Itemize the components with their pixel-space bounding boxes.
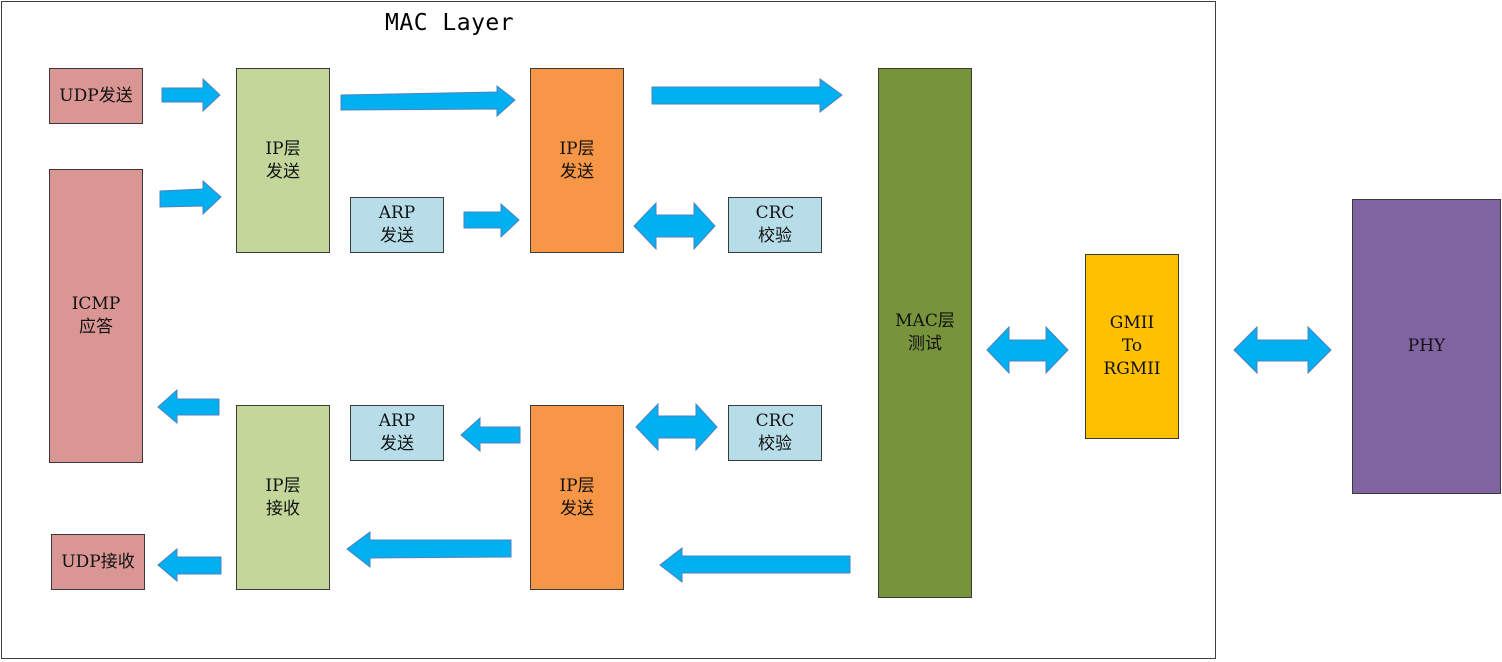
arrow-to-udp-recv-icon <box>157 547 222 583</box>
arrow-to-icmp-icon <box>157 388 220 425</box>
arp-send-top-box: ARP 发送 <box>350 197 444 253</box>
arp-send-bottom-box: ARP 发送 <box>350 405 444 461</box>
diagram-title: MAC Layer <box>385 10 515 36</box>
ip-send-orange-bottom-label: IP层 发送 <box>559 475 595 519</box>
mac-layer-frame <box>1 1 1216 659</box>
arrow-mac-to-ip-icon <box>659 546 851 584</box>
arrow-ip-to-ip-icon <box>340 84 516 118</box>
ip-send-green-box: IP层 发送 <box>236 68 330 253</box>
icmp-reply-box: ICMP 应答 <box>49 169 143 463</box>
phy-label: PHY <box>1407 336 1446 356</box>
ip-send-orange-top-label: IP层 发送 <box>559 138 595 182</box>
double-arrow-mac-gmii-icon <box>986 325 1069 375</box>
ip-recv-green-box: IP层 接收 <box>236 405 330 590</box>
arrow-udp-to-ip-icon <box>161 77 221 113</box>
crc-bottom-box: CRC 校验 <box>728 405 822 461</box>
gmii-to-rgmii-box: GMII To RGMII <box>1085 254 1179 439</box>
mac-test-box: MAC层 测试 <box>878 68 972 598</box>
ip-send-orange-top-box: IP层 发送 <box>530 68 624 253</box>
phy-box: PHY <box>1352 199 1501 494</box>
arrow-arp-to-ip-icon <box>463 202 520 239</box>
udp-send-box: UDP发送 <box>49 68 143 124</box>
double-arrow-gmii-phy-icon <box>1233 325 1332 375</box>
crc-bottom-label: CRC 校验 <box>755 411 795 454</box>
arp-send-bottom-label: ARP 发送 <box>378 411 416 454</box>
arrow-ip-to-mac-icon <box>651 78 843 114</box>
arrow-to-ip-recv-icon <box>346 531 512 569</box>
arp-send-top-label: ARP 发送 <box>378 203 416 246</box>
udp-send-label: UDP发送 <box>59 85 133 106</box>
ip-recv-green-label: IP层 接收 <box>265 475 301 519</box>
crc-top-label: CRC 校验 <box>755 203 795 246</box>
ip-send-orange-bottom-box: IP层 发送 <box>530 405 624 590</box>
udp-recv-box: UDP接收 <box>51 534 145 590</box>
icmp-reply-label: ICMP 应答 <box>71 294 121 337</box>
arrow-to-arp-bottom-icon <box>460 416 521 453</box>
ip-send-green-label: IP层 发送 <box>265 138 301 182</box>
udp-recv-label: UDP接收 <box>61 551 135 572</box>
double-arrow-ip-crc-bottom-icon <box>635 402 718 452</box>
gmii-to-rgmii-label: GMII To RGMII <box>1103 313 1161 379</box>
double-arrow-ip-crc-top-icon <box>633 201 716 251</box>
mac-test-label: MAC层 测试 <box>895 311 955 354</box>
arrow-icmp-to-ip-icon <box>159 179 222 216</box>
crc-top-box: CRC 校验 <box>728 197 822 253</box>
